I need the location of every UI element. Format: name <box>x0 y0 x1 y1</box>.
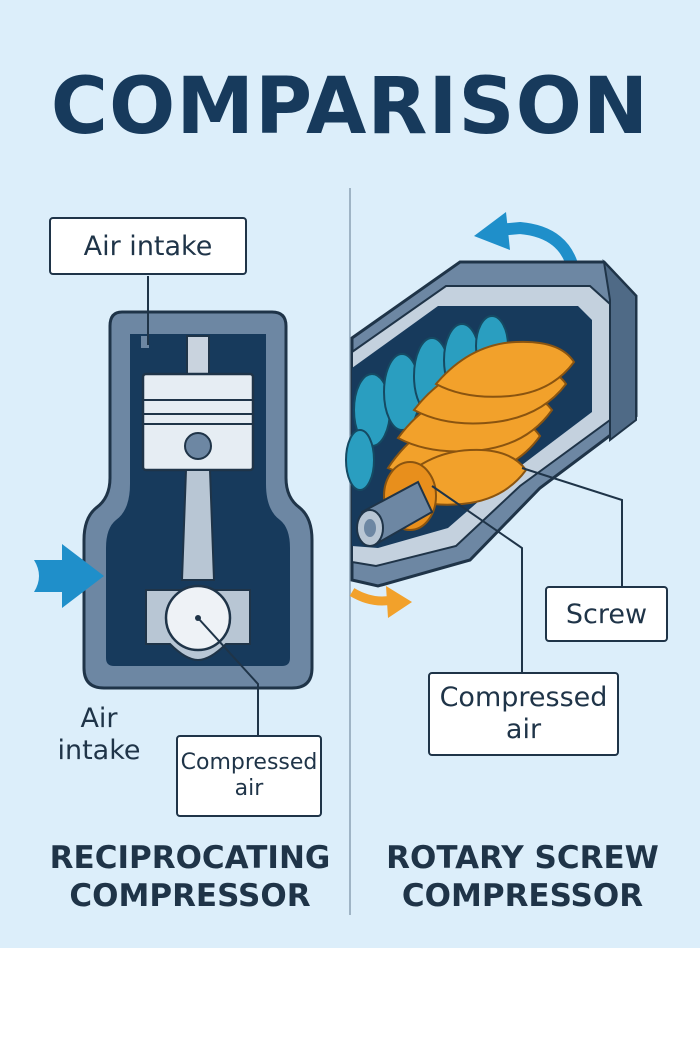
reciprocating-compressor-diagram <box>34 276 314 735</box>
rotary-screw-compressor-diagram <box>345 212 638 672</box>
right-compressed-air-label: Compressed air <box>428 672 619 756</box>
screw-label: Screw <box>545 586 668 642</box>
rotary-screw-compressor-caption: ROTARY SCREW COMPRESSOR <box>386 840 659 914</box>
screw-text: Screw <box>565 598 648 630</box>
intake-arrow <box>34 544 104 608</box>
air-intake-side-label: Air intake <box>57 703 141 767</box>
air-intake-top-label: Air intake <box>49 217 247 275</box>
page-title: COMPARISON <box>50 62 650 152</box>
compressor-illustration <box>34 212 638 735</box>
left-compressed-air-label: Compressed air <box>176 735 322 817</box>
center-divider <box>349 188 351 915</box>
wrist-pin <box>184 432 212 460</box>
connecting-rod <box>180 469 216 581</box>
left-compressed-air-text: Compressed air <box>180 750 318 801</box>
rotor-shaft <box>356 480 434 547</box>
air-intake-top-text: Air intake <box>83 230 213 262</box>
right-compressed-air-text: Compressed air <box>439 682 608 745</box>
rotation-arrow-bottom <box>349 588 393 606</box>
reciprocating-compressor-caption: RECIPROCATING COMPRESSOR <box>49 840 331 914</box>
